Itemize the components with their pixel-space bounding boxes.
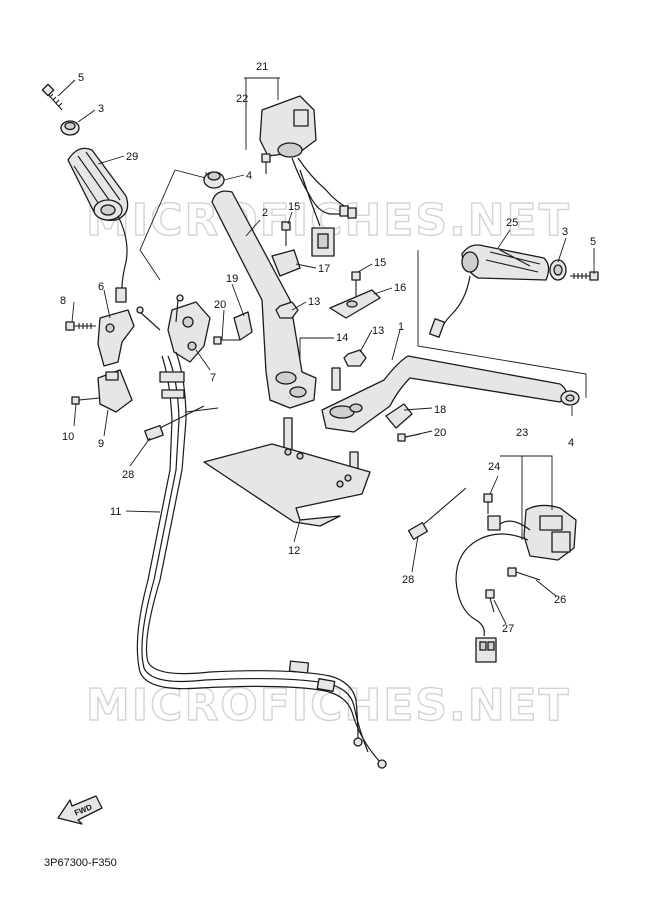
housing-lower-9 — [97, 369, 133, 413]
switch-21 — [259, 95, 357, 257]
screw-20-right — [397, 433, 421, 442]
callout-5-right: 5 — [590, 236, 596, 248]
callout-29: 29 — [126, 151, 138, 163]
throttle-housing-group — [65, 294, 211, 413]
callout-8: 8 — [60, 295, 66, 307]
cable-tie-28-right — [407, 487, 467, 540]
handle-riser-group — [211, 190, 359, 487]
callout-28-left: 28 — [122, 469, 134, 481]
callout-19: 19 — [226, 273, 238, 285]
callout-4-left: 4 — [246, 170, 252, 182]
clip-19 — [233, 311, 253, 341]
callout-28-right: 28 — [402, 574, 414, 586]
callout-2: 2 — [262, 207, 268, 219]
handlebar-right-group — [321, 271, 580, 442]
callout-10: 10 — [62, 431, 74, 443]
grip-end-4-right — [560, 390, 580, 406]
screw-22 — [261, 153, 271, 174]
left-switch-group — [203, 95, 357, 257]
callout-11: 11 — [110, 506, 121, 518]
switch-23 — [455, 504, 577, 663]
callout-14: 14 — [336, 332, 348, 344]
callout-23: 23 — [516, 427, 528, 439]
callout-4-right: 4 — [568, 437, 574, 449]
screw-10 — [71, 396, 101, 405]
handlebar-1 — [321, 355, 567, 433]
callout-20-left: 20 — [214, 299, 226, 311]
nut-13-right — [343, 349, 367, 367]
screw-8 — [65, 321, 96, 331]
fwd-arrow-icon: FWD — [57, 795, 103, 825]
screw-20-left — [213, 336, 240, 345]
screw-27 — [485, 589, 495, 613]
screw-26 — [507, 567, 541, 581]
right-switch-group — [407, 455, 577, 663]
callout-15-right: 15 — [374, 257, 386, 269]
callout-25: 25 — [506, 217, 518, 229]
callout-6: 6 — [98, 281, 104, 293]
cable-tie-28-left — [144, 405, 205, 442]
callout-21: 21 — [256, 61, 268, 73]
screw-5-left — [41, 83, 63, 111]
callout-13-right: 13 — [372, 325, 384, 337]
callout-16: 16 — [394, 282, 406, 294]
leader-lines — [57, 77, 595, 625]
callout-7: 7 — [210, 372, 216, 384]
callout-13-left: 13 — [308, 296, 320, 308]
left-grip-group — [41, 83, 207, 303]
callout-labels: 5 3 29 21 22 4 2 15 17 13 19 20 14 15 16… — [60, 61, 596, 635]
grip-end-3-left — [60, 120, 80, 136]
callout-20-right: 20 — [434, 427, 446, 439]
nut-13-left — [275, 301, 299, 319]
bolt-15-right — [351, 271, 361, 296]
callout-3-right: 3 — [562, 226, 568, 238]
callout-5-left: 5 — [78, 72, 84, 84]
handle-crown-2 — [211, 190, 317, 409]
callout-3-left: 3 — [98, 103, 104, 115]
cable-ends — [136, 294, 184, 331]
callout-24: 24 — [488, 461, 500, 473]
callout-26: 26 — [554, 594, 566, 606]
callout-18: 18 — [434, 404, 446, 416]
bolt-15-left — [281, 221, 291, 246]
callout-27: 27 — [502, 623, 514, 635]
right-grip-group — [417, 244, 599, 398]
clip-18 — [385, 403, 413, 429]
diagram-code: 3P67300-F350 — [44, 857, 117, 869]
throttle-cables-11 — [136, 351, 387, 769]
plate-12 — [203, 443, 371, 527]
bracket-17 — [271, 249, 301, 277]
screw-24 — [483, 493, 493, 514]
callout-17: 17 — [318, 263, 330, 275]
throttle-grip-29 — [67, 147, 129, 303]
callout-22: 22 — [236, 93, 248, 105]
callout-15-left: 15 — [288, 201, 300, 213]
bracket-16 — [329, 289, 381, 319]
callout-9: 9 — [98, 438, 104, 450]
callout-12: 12 — [288, 545, 300, 557]
grip-25 — [428, 244, 550, 338]
housing-upper-6 — [97, 309, 135, 367]
grip-end-4-left — [203, 171, 225, 189]
grip-end-3-right — [549, 259, 567, 281]
housing-half-7 — [167, 301, 211, 363]
callout-1: 1 — [398, 321, 404, 333]
